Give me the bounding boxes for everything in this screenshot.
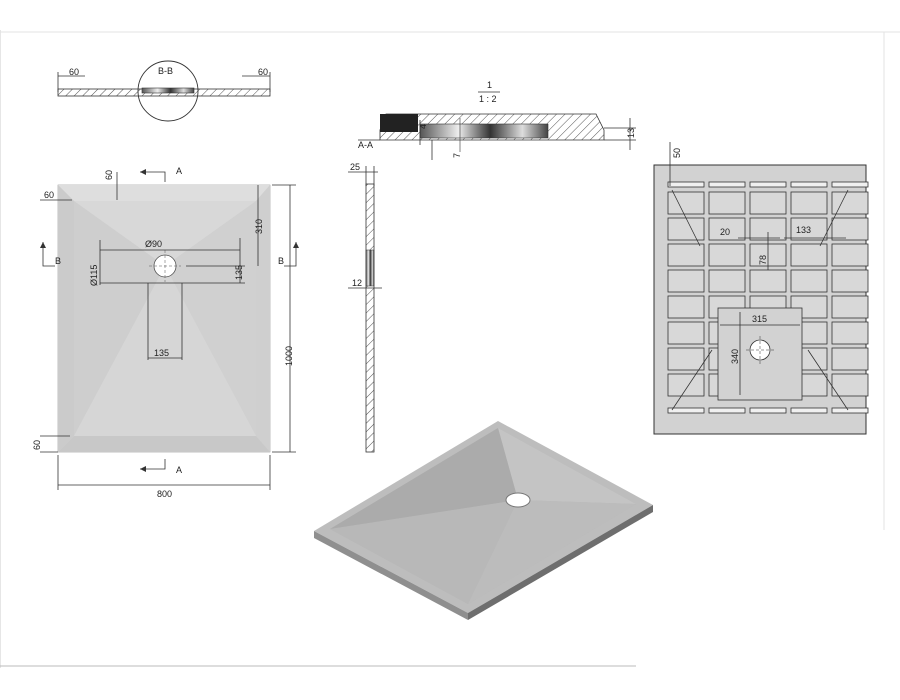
section-bb-label: B-B <box>158 66 173 76</box>
back-view-rib-cell <box>667 191 705 215</box>
dim-drain-from-top: 310 <box>254 219 264 234</box>
dim-drain-offset-v: 135 <box>234 265 244 280</box>
back-view-rib-cell <box>667 243 705 267</box>
back-view-rib-cell <box>708 269 746 293</box>
dim-drain-offset-h: 135 <box>154 348 169 358</box>
dim-aa-4: 4 <box>418 124 428 129</box>
back-view-rib-cell <box>831 295 869 319</box>
dim-side-25: 25 <box>350 162 360 172</box>
scale-ratio: 1 : 2 <box>479 94 497 104</box>
dim-diameter-90: Ø90 <box>145 239 162 249</box>
back-view-rib-cell <box>831 321 869 345</box>
back-view-edge-slot <box>831 407 869 414</box>
back-view-drain-hole <box>749 339 771 361</box>
dim-back-340: 340 <box>730 349 740 364</box>
dim-back-315: 315 <box>752 314 767 324</box>
back-view-rib-cell <box>667 347 705 371</box>
section-a-top-marker: A <box>140 166 182 182</box>
back-view-rib-cell <box>831 269 869 293</box>
scale-number: 1 <box>487 80 492 90</box>
dim-aa-13: 13 <box>626 128 636 138</box>
dim-back-50: 50 <box>672 148 682 158</box>
svg-text:B: B <box>278 256 284 266</box>
back-view-rib-cell <box>831 347 869 371</box>
back-view-rib-cell <box>708 217 746 241</box>
dim-height: 1000 <box>284 346 294 366</box>
back-view-rib-cell <box>831 243 869 267</box>
svg-text:B: B <box>55 256 61 266</box>
back-view-rib-cell <box>749 269 787 293</box>
back-view-rib-cell <box>790 217 828 241</box>
top-view: 60 60 Ø90 Ø115 310 135 135 1000 800 60 A… <box>32 166 299 499</box>
dim-top-margin: 60 <box>104 170 114 180</box>
side-profile-view: 25 12 <box>348 162 382 453</box>
dim-bottom-margin: 60 <box>32 440 42 450</box>
isometric-view <box>314 421 653 620</box>
back-view-diagonal-rib <box>819 189 849 247</box>
back-view-rib-cell <box>667 295 705 319</box>
back-view-rib-cell <box>831 191 869 215</box>
section-b-right-marker: B <box>278 242 299 267</box>
back-view-rib-cell <box>667 269 705 293</box>
dim-aa-2: 2 <box>409 115 419 120</box>
side-profile-drain <box>365 249 375 287</box>
back-view-diagonal-rib <box>671 189 701 247</box>
back-view-rib-cell <box>831 373 869 397</box>
back-view-edge-slot <box>749 407 787 414</box>
dim-side-12: 12 <box>352 278 362 288</box>
dim-back-78: 78 <box>758 255 768 265</box>
back-view-edge-slot <box>708 181 746 188</box>
section-b-left-marker: B <box>40 242 61 267</box>
back-view-edge-slot <box>790 407 828 414</box>
back-view-rib-cell <box>790 191 828 215</box>
back-view-rib-cell <box>667 373 705 397</box>
section-aa-drain-fitting <box>419 123 549 139</box>
dim-aa-7: 7 <box>452 153 462 158</box>
back-view-rib-cell <box>790 243 828 267</box>
dim-back-133: 133 <box>796 225 811 235</box>
back-view-rib-cell <box>708 243 746 267</box>
back-view-rib-cell <box>708 191 746 215</box>
back-view-edge-slot <box>790 181 828 188</box>
back-view-rib-cell <box>790 269 828 293</box>
back-view-rib-cell <box>667 217 705 241</box>
back-view-rib-cell <box>667 321 705 345</box>
back-view-rib-cell <box>749 191 787 215</box>
back-view-edge-slot <box>708 407 746 414</box>
back-view-edge-slot <box>667 181 705 188</box>
dim-bb-left: 60 <box>69 67 79 77</box>
dim-left-margin: 60 <box>44 190 54 200</box>
back-view-edge-slot <box>667 407 705 414</box>
section-aa-label: A-A <box>358 140 373 150</box>
dim-diameter-115: Ø115 <box>89 265 99 286</box>
svg-text:A: A <box>176 166 182 176</box>
section-bb-view: 60 60 B-B <box>57 60 271 122</box>
back-view-rib-cell <box>831 217 869 241</box>
section-bb-drain-fitting <box>141 87 195 94</box>
section-aa-view: 1 1 : 2 2 4 7 13 A-A <box>358 80 636 160</box>
back-view-diagonal-rib <box>671 349 713 411</box>
dim-width: 800 <box>157 489 172 499</box>
svg-text:A: A <box>176 465 182 475</box>
dim-bb-right: 60 <box>258 67 268 77</box>
section-bb-detail-circle <box>137 60 199 122</box>
back-view-edge-slot <box>831 181 869 188</box>
back-view-edge-slot <box>749 181 787 188</box>
dim-back-20: 20 <box>720 227 730 237</box>
section-a-bottom-marker: A <box>140 459 182 475</box>
isometric-drain-hole <box>505 492 531 508</box>
back-view: 50 20 133 78 315 340 <box>653 142 869 435</box>
back-view-diagonal-rib <box>807 349 849 411</box>
